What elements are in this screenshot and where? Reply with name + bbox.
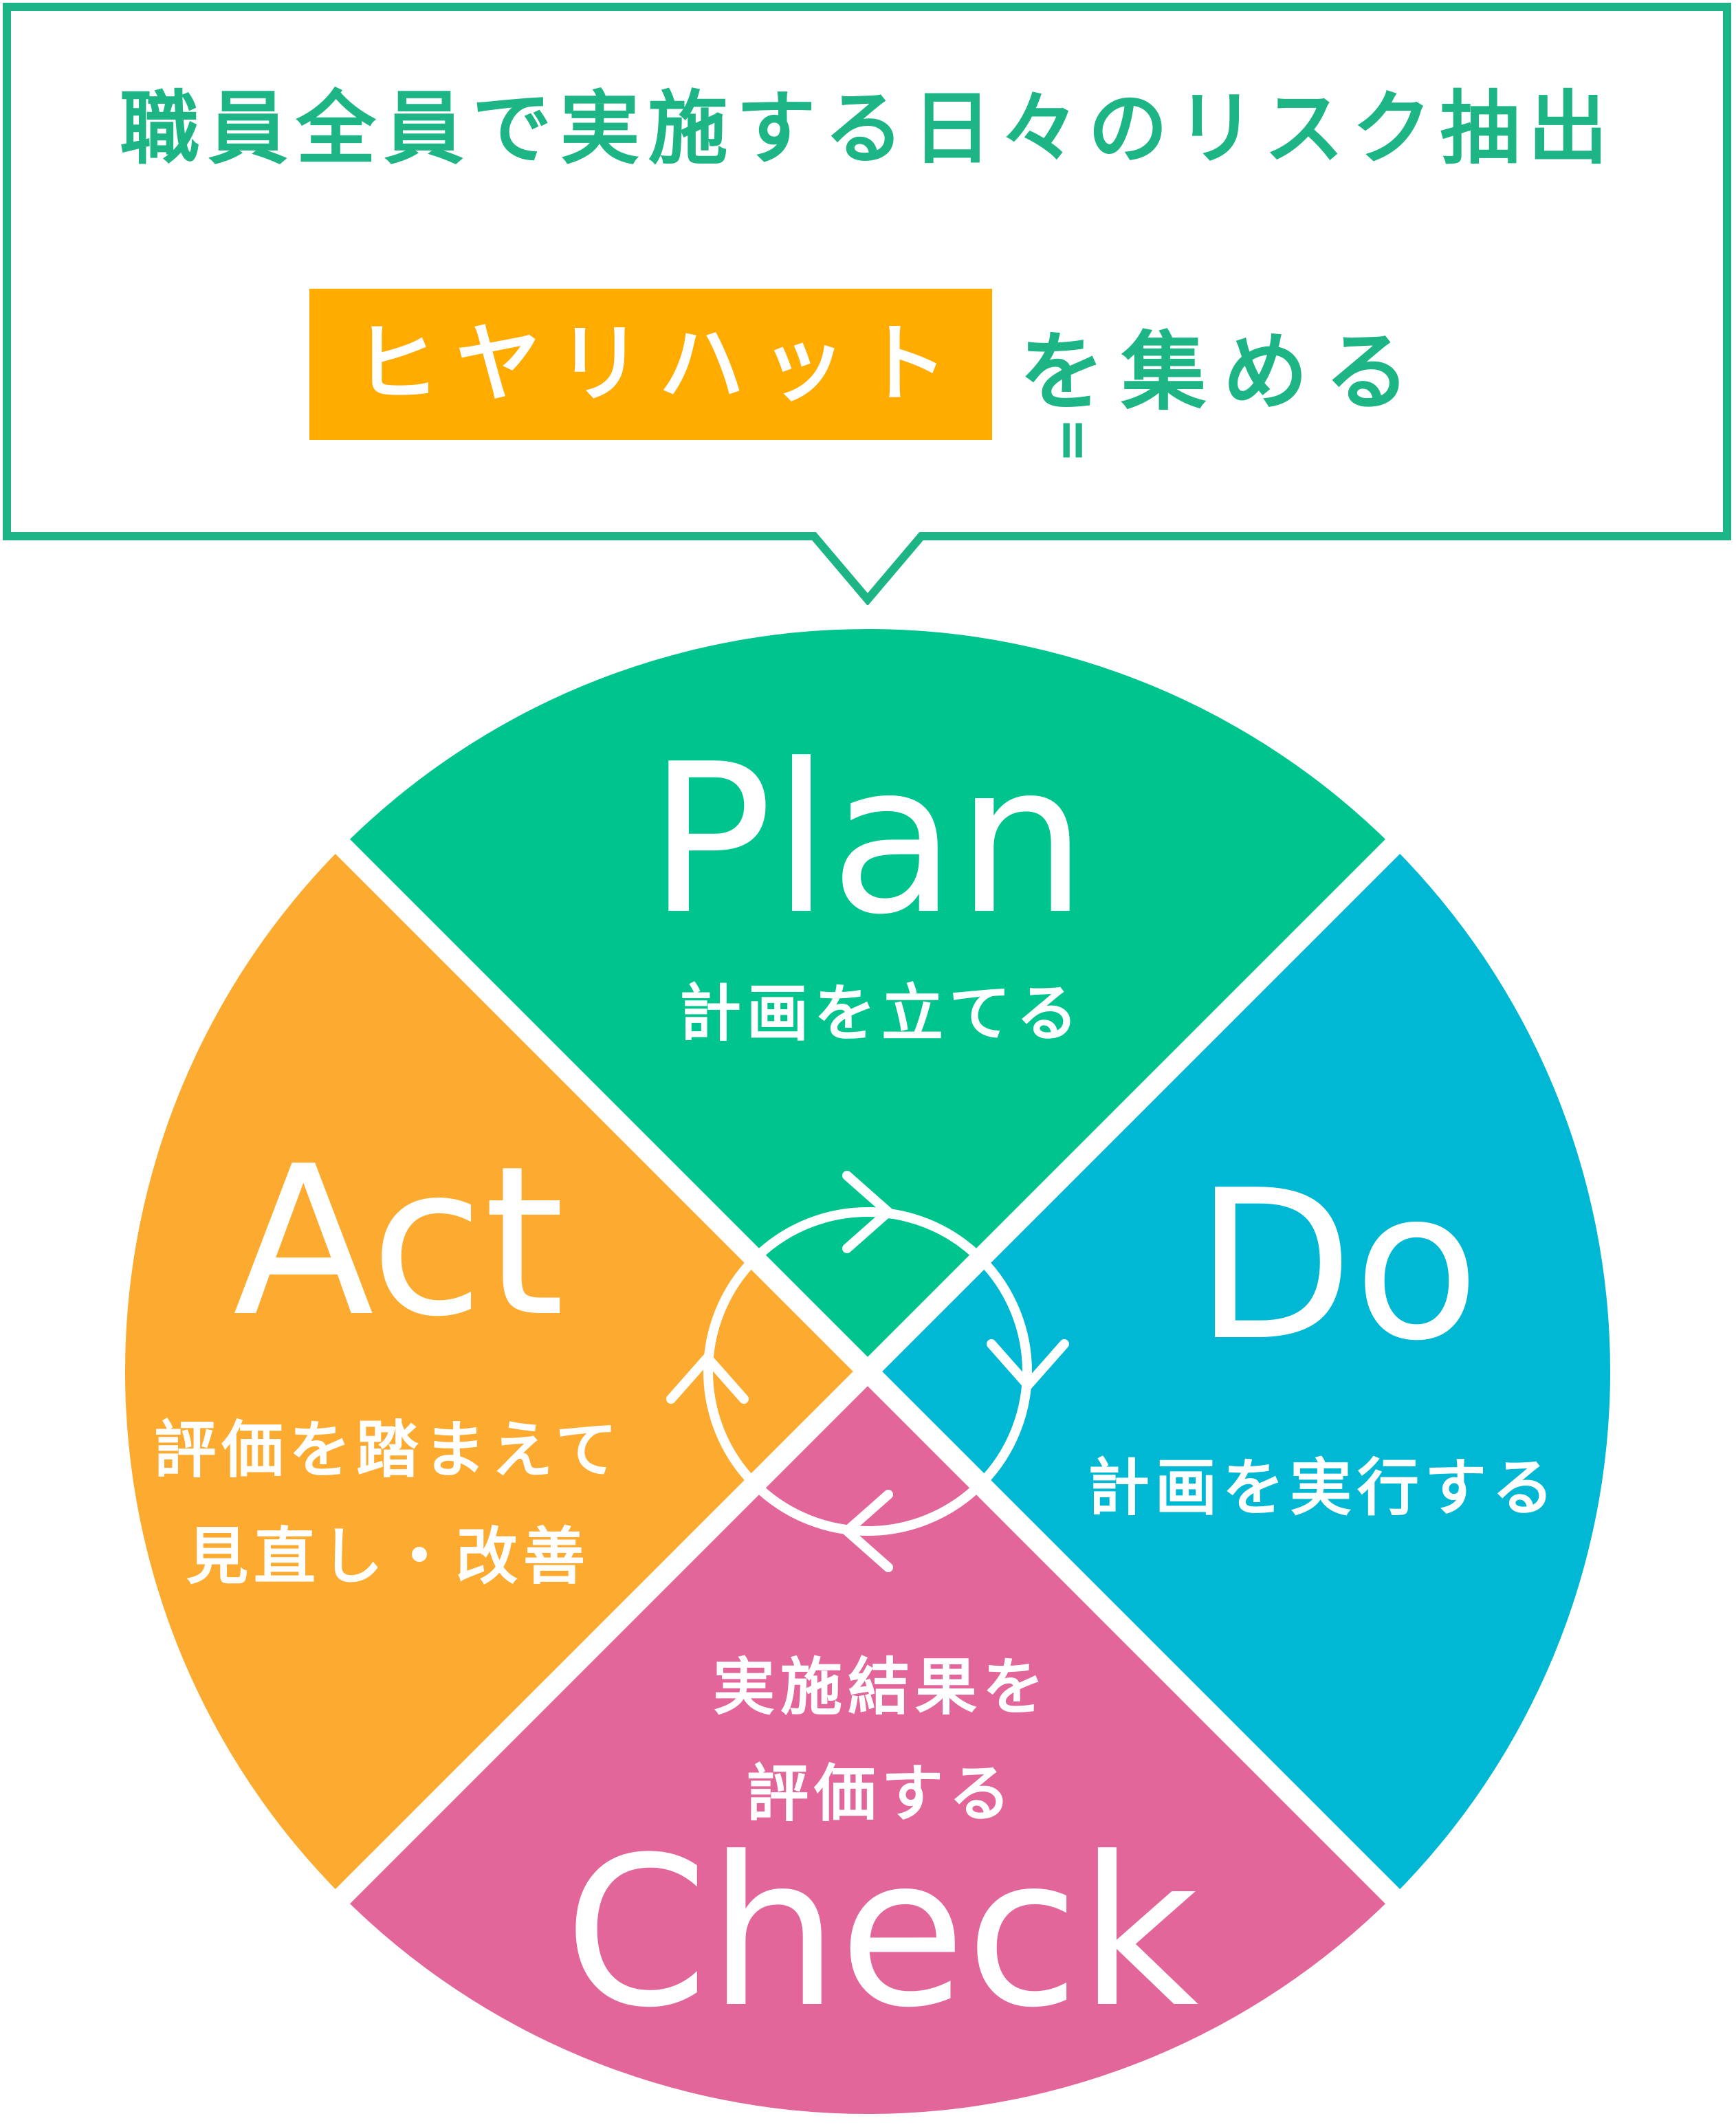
cycle-arrow-ring [666,1171,1069,1572]
arrow-head-right [987,1339,1069,1390]
check-quadrant [342,1371,1393,2115]
arrow-head-left [666,1353,749,1404]
check-description-line2: 評価する [747,1758,1016,1830]
callout-conclusion: ヒヤリハット を集める [0,289,1736,440]
highlight-term: ヒヤリハット [309,289,992,440]
callout-heading: 職員全員で実施する日々のリスク抽出 [120,82,1616,175]
do-description: 計画を実行する [1088,1452,1559,1524]
arrow-head-bottom [842,1490,893,1572]
pdca-wheel [124,628,1611,2115]
arrow-head-top [842,1171,893,1253]
plan-description: 計画を立てる [679,978,1084,1050]
act-quadrant [124,846,868,1897]
plan-quadrant [342,628,1393,1371]
check-description-line1: 実施結果を [713,1651,1050,1723]
plan-title: Plan [648,720,1087,960]
do-quadrant [868,846,1611,1897]
act-description-line1: 評価を踏まえて [154,1414,623,1486]
cycle-ring [703,1207,1032,1536]
do-title: Do [1195,1146,1480,1386]
separator-diagonal-b [322,826,1413,1917]
act-title: Act [233,1122,565,1362]
act-description-line2: 見直し・改善 [186,1521,591,1593]
highlight-suffix: を集める [1019,323,1427,422]
check-title: Check [564,1813,1199,2053]
